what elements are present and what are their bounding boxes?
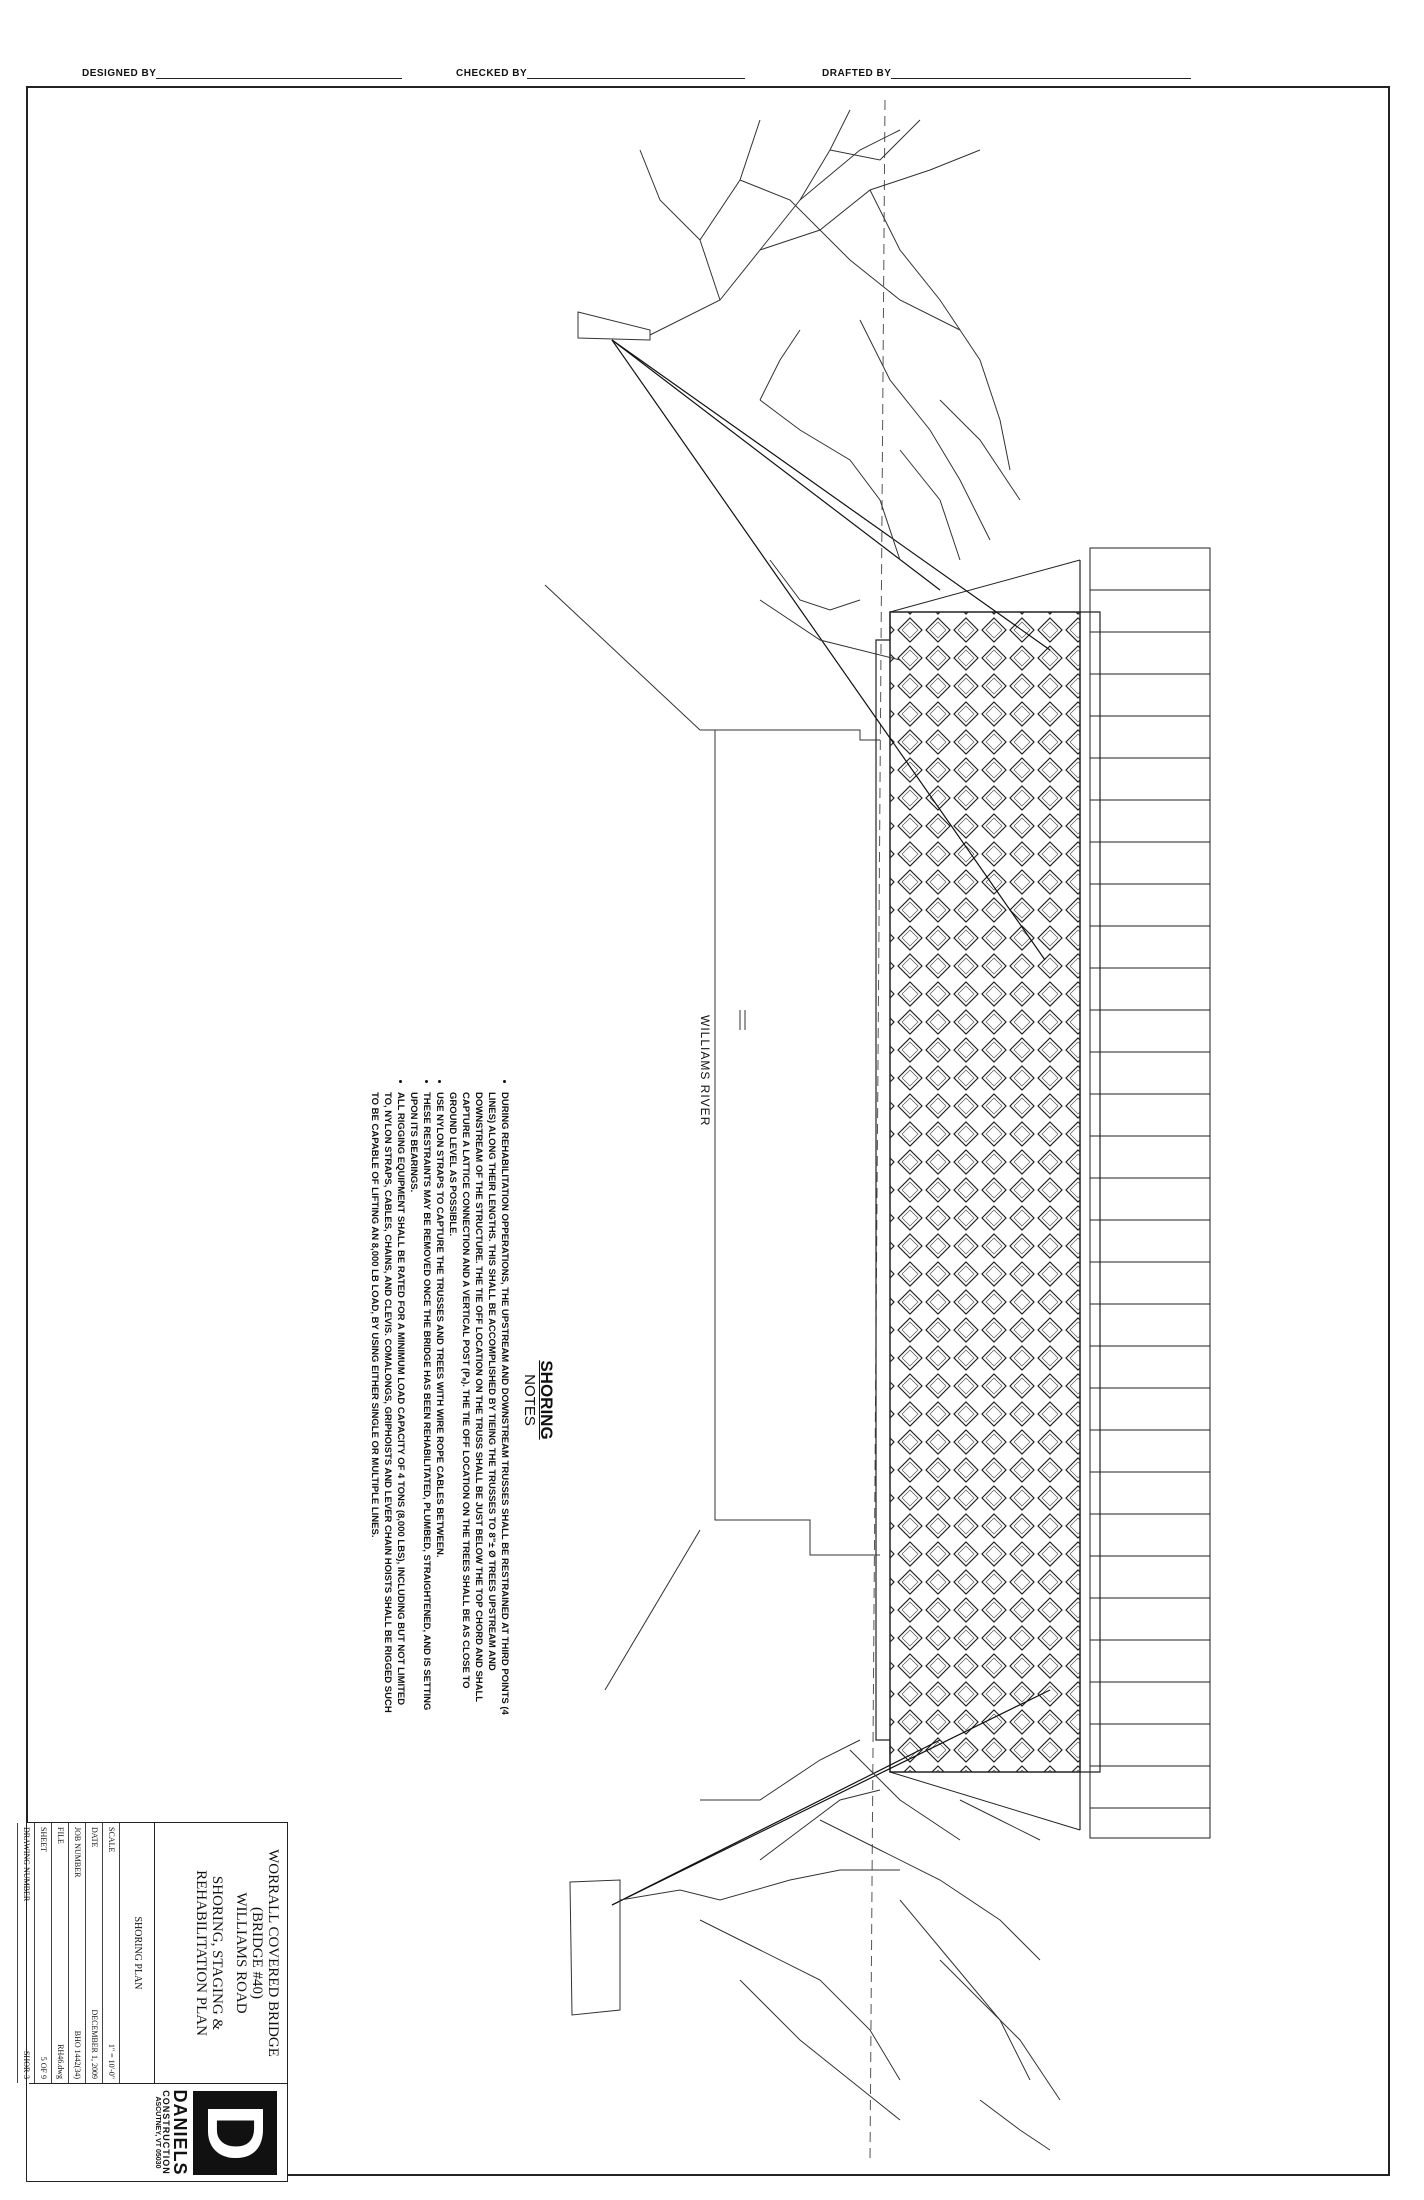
drafted-by-label: DRAFTED BY (822, 68, 892, 79)
sheet-value: 5 OF 9 (39, 2056, 48, 2079)
drawing-number-label: DRAWING NUMBER (22, 1827, 31, 1902)
date-value: DECEMBER 1, 2009 (90, 2009, 99, 2079)
shoring-notes: SHORING NOTES DURING REHABILITATION OPPE… (368, 1080, 556, 1720)
checked-by-field: CHECKED BY (456, 68, 746, 79)
company-name: DANIELS (170, 2089, 190, 2176)
file-label: FILE (56, 1827, 65, 1844)
designed-by-label: DESIGNED BY (82, 68, 157, 79)
drafted-by-line (891, 68, 1192, 79)
scale-row: SCALE 1" = 10'-0" (102, 1823, 119, 2083)
title-block-project: WORRALL COVERED BRIDGE (BRIDGE #40) WILL… (154, 1823, 287, 2083)
checked-by-line (527, 68, 746, 79)
job-number-row: JOB NUMBER BHO 1442(34) (68, 1823, 85, 2083)
drawing-frame (26, 86, 1390, 2176)
title-block-rows: SHORING PLAN SCALE 1" = 10'-0" DATE DECE… (17, 1823, 154, 2083)
scale-value: 1" = 10'-0" (107, 2043, 116, 2079)
drawing-number-value: SHOR-3 (22, 2050, 31, 2079)
company-mark-icon: D (191, 2090, 280, 2175)
date-row: DATE DECEMBER 1, 2009 (85, 1823, 102, 2083)
project-road: WILLIAMS ROAD (233, 1892, 249, 2014)
plan-title-line2: REHABILITATION PLAN (193, 1870, 209, 2036)
date-label: DATE (90, 1827, 99, 1848)
note-item: DURING REHABILITATION OPPERATIONS, THE U… (446, 1092, 511, 1720)
company-address: ASCUTNEY, VT 05030 (154, 2096, 161, 2169)
notes-title: SHORING (537, 1360, 556, 1440)
notes-list: DURING REHABILITATION OPPERATIONS, THE U… (368, 1080, 511, 1720)
job-number-value: BHO 1442(34) (73, 2030, 82, 2079)
drafted-by-field: DRAFTED BY (822, 68, 1192, 79)
designed-by-field: DESIGNED BY (82, 68, 403, 79)
deck-planks (1089, 547, 1211, 1839)
project-name: WORRALL COVERED BRIDGE (265, 1849, 281, 2057)
note-item: THESE RESTRAINTS MAY BE REMOVED ONCE THE… (407, 1092, 433, 1720)
company-subtitle: CONSTRUCTION (161, 2090, 171, 2175)
scale-label: SCALE (107, 1827, 116, 1853)
note-item: ALL RIGGING EQUIPMENT SHALL BE RATED FOR… (368, 1092, 407, 1720)
project-bridge-number: (BRIDGE #40) (249, 1906, 265, 2000)
note-item: USE NYLON STRAPS TO CAPTURE THE TRUSSES … (433, 1092, 446, 1720)
drawing-number-row: DRAWING NUMBER SHOR-3 (17, 1823, 34, 2083)
centerline (869, 99, 886, 2161)
shoring-cables (611, 339, 1051, 1906)
river-label: WILLIAMS RIVER (698, 1015, 712, 1127)
signature-header: DESIGNED BY CHECKED BY DRAFTED BY (82, 62, 1222, 86)
company-logo: D DANIELS CONSTRUCTION ASCUTNEY, VT 0503… (29, 2083, 287, 2181)
plan-title-line1: SHORING, STAGING & (209, 1875, 225, 2031)
file-row: FILE RH46.dwg (51, 1823, 68, 2083)
sheet-title: SHORING PLAN (119, 1823, 154, 2083)
job-number-label: JOB NUMBER (73, 1827, 82, 1878)
anchor-tree-bottom (569, 1739, 1061, 2151)
sheet-row: SHEET 5 OF 9 (34, 1823, 51, 2083)
designed-by-line (156, 68, 403, 79)
sheet-label: SHEET (39, 1827, 48, 1852)
notes-subtitle: NOTES (521, 1374, 538, 1426)
covered-bridge-truss (875, 559, 1101, 1831)
anchor-tree-top (577, 109, 1021, 661)
checked-by-label: CHECKED BY (456, 68, 528, 79)
file-value: RH46.dwg (56, 2044, 65, 2079)
river-channel (700, 729, 880, 1556)
title-block: WORRALL COVERED BRIDGE (BRIDGE #40) WILL… (17, 1822, 288, 2182)
